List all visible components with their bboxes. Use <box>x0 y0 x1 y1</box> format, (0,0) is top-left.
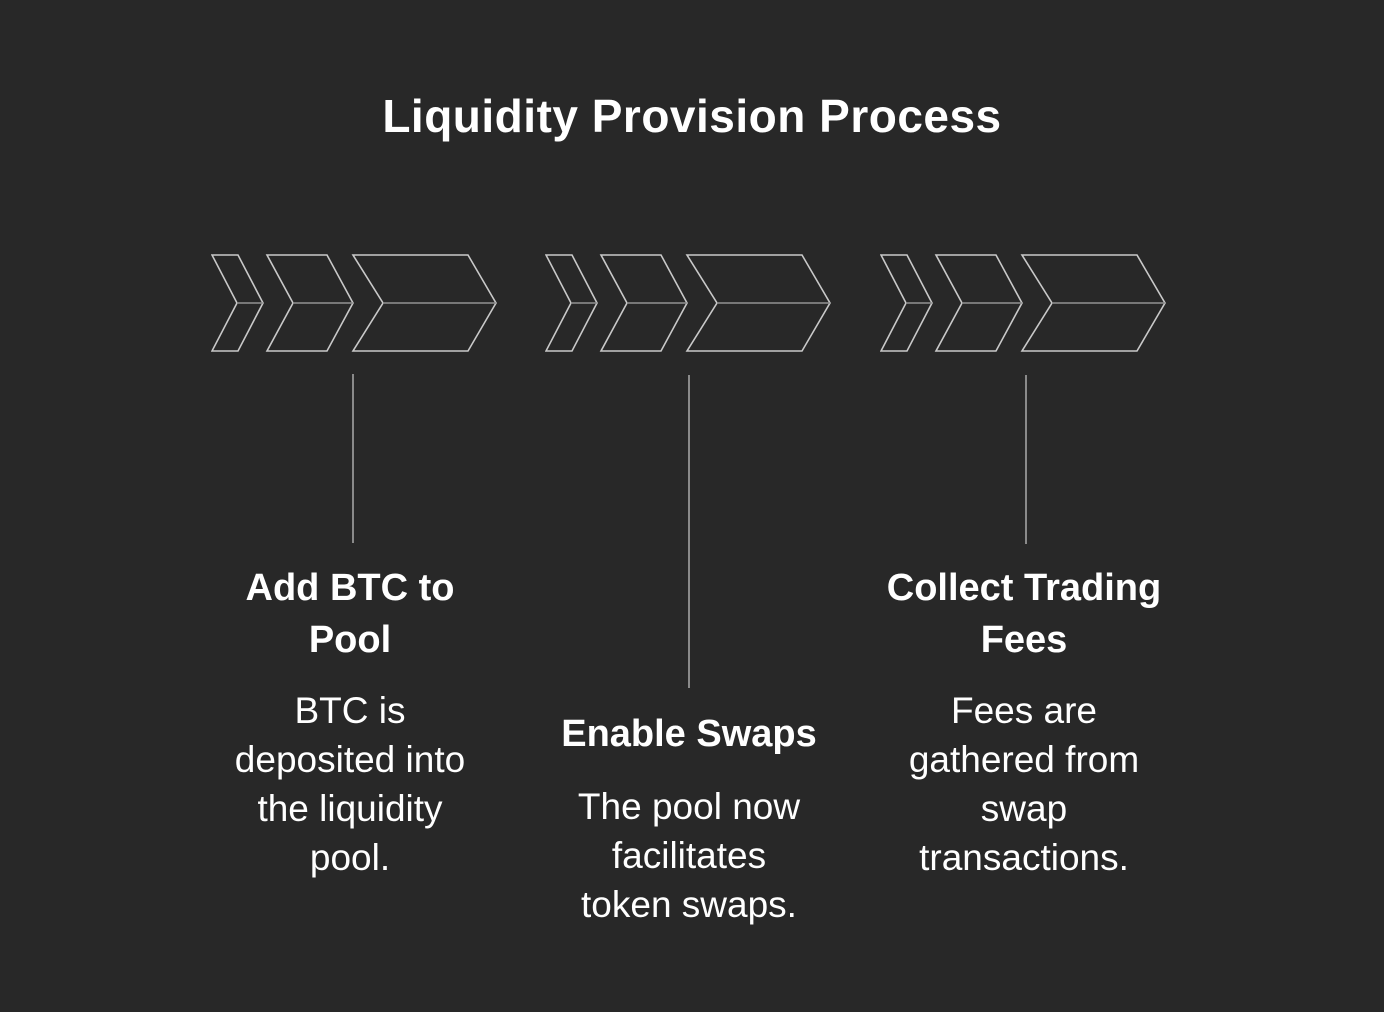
step-heading: Enable Swaps <box>561 713 817 755</box>
step-body: Fees are gathered from swap transactions… <box>908 690 1140 878</box>
chevron-arrows-icon <box>211 254 497 352</box>
chevron-arrows-icon <box>545 254 831 352</box>
page-title: Liquidity Provision Process <box>382 90 1002 142</box>
chevron-arrows-icon <box>880 254 1166 352</box>
step-heading: Collect Trading Fees <box>886 567 1162 661</box>
step-body: The pool now facilitates token swaps. <box>577 786 801 925</box>
connector-line <box>352 374 354 543</box>
connector-line <box>1025 375 1027 544</box>
connector-line <box>688 375 690 688</box>
step-heading: Add BTC to Pool <box>245 567 455 661</box>
step-body: BTC is deposited into the liquidity pool… <box>234 690 466 878</box>
